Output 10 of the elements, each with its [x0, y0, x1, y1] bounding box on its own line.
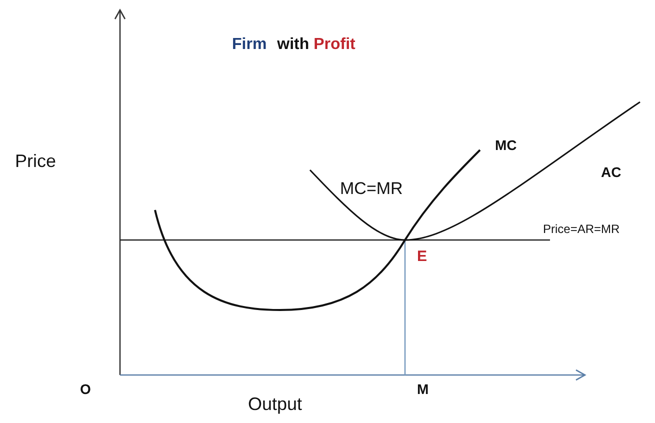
curve-label: AC: [601, 165, 622, 179]
axis-title: Price: [15, 152, 56, 170]
curve-label: MC=MR: [340, 180, 403, 197]
title: Firm with Profit: [232, 37, 356, 53]
point-label: E: [417, 249, 428, 264]
curve-label: MC: [495, 138, 517, 152]
tick-label: M: [417, 382, 429, 396]
axis-title: Output: [248, 395, 302, 413]
origin-label: O: [80, 382, 91, 396]
line-label: Price=AR=MR: [543, 223, 620, 235]
